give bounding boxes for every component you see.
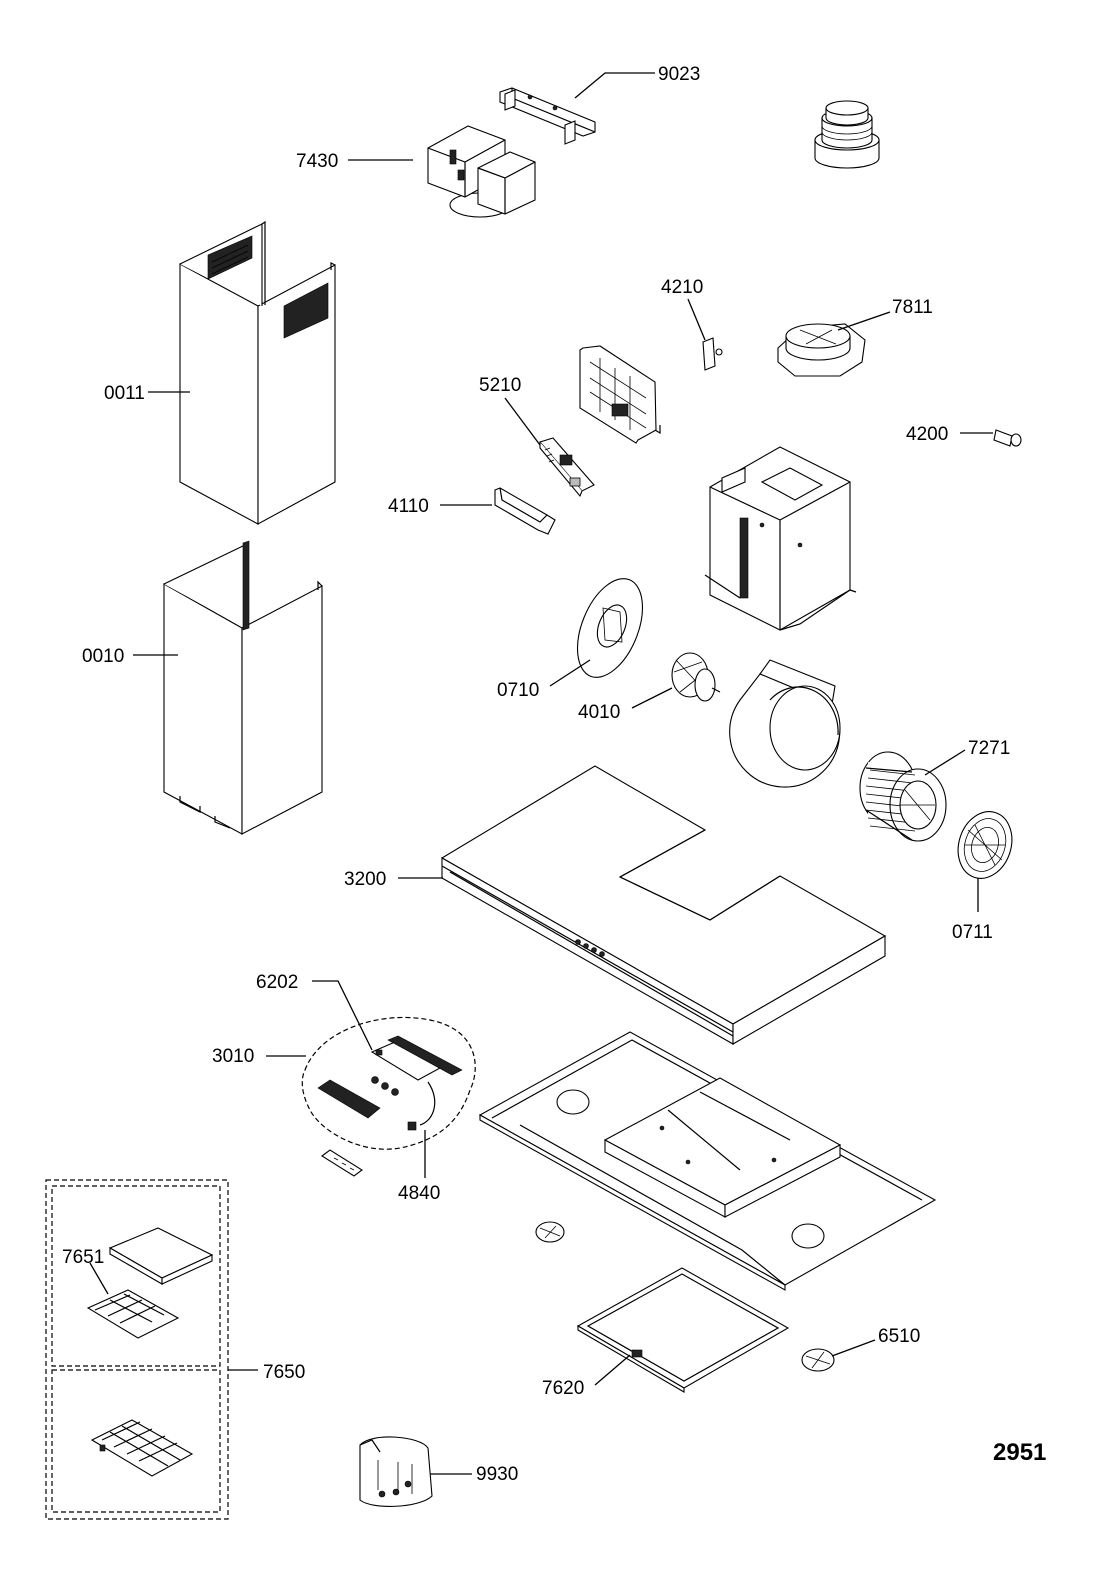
label-9023: 9023 [658,64,700,85]
upper-chimney-0011-drawing [179,220,336,525]
motor-4010-drawing [671,652,721,702]
label-7811: 7811 [892,297,933,318]
lower-chimney-0010-drawing [163,540,323,835]
label-3010: 3010 [212,1046,254,1067]
volute-drawing [729,659,841,788]
socket-4200-drawing [993,429,1022,447]
clip-4210-drawing [702,337,723,371]
grease-filter-7620-drawing [576,1267,790,1393]
label-4840: 4840 [398,1183,440,1204]
label-7430: 7430 [296,151,338,172]
label-6202: 6202 [256,972,298,993]
label-5210: 5210 [479,375,521,396]
motor-support-7811-drawing [777,323,866,377]
hood-canopy-drawing [478,1031,937,1291]
figure-number: 2951 [993,1439,1046,1466]
label-7651: 7651 [62,1247,104,1268]
hardware-bag-9930-drawing [359,1436,433,1507]
control-kit-3010-drawing [301,1016,476,1150]
label-4110: 4110 [388,496,429,517]
hood-chassis-3200-drawing [440,765,887,1045]
impeller-7271-drawing [859,751,947,850]
flange-0710-drawing [576,578,644,678]
carbon-kit-7650-drawing [45,1179,229,1520]
adaptor-7430-drawing [427,125,536,218]
control-fascia-drawing [321,1149,363,1177]
label-4210: 4210 [661,277,703,298]
motor-housing-drawing [704,446,857,631]
lamp-cover-4110-drawing [494,487,556,535]
label-7271: 7271 [968,738,1010,759]
label-6510: 6510 [878,1326,920,1347]
lamp-6510-drawing [801,1348,835,1372]
air-collar-drawing [814,100,880,169]
filter-frame-drawing [579,345,661,444]
label-7650: 7650 [263,1362,305,1383]
label-4010: 4010 [578,702,620,723]
label-4200: 4200 [906,424,948,445]
label-7620: 7620 [542,1378,584,1399]
label-0011: 0011 [104,383,145,404]
label-0711: 0711 [952,922,993,943]
lamp-6510-left-drawing [535,1221,565,1243]
label-9930: 9930 [476,1464,518,1485]
label-3200: 3200 [344,869,386,890]
label-0710: 0710 [497,680,539,701]
grille-0711-drawing [957,811,1013,879]
pcb-5210-drawing [539,437,595,498]
bracket-9023-drawing [499,87,596,145]
label-0010: 0010 [82,646,124,667]
